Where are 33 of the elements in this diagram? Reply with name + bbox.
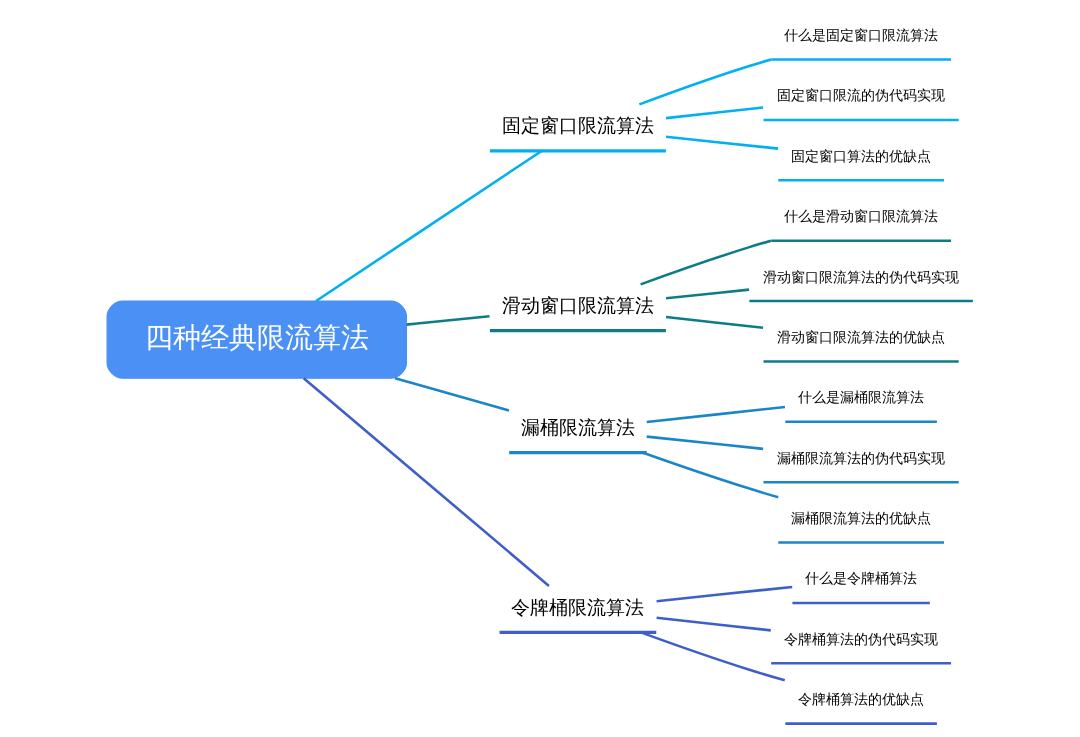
connector (641, 631, 786, 682)
connector (656, 616, 771, 632)
connector (665, 315, 764, 329)
node-box: 四种经典限流算法 (106, 300, 408, 379)
connector (665, 288, 750, 300)
connector (640, 239, 772, 286)
connector (665, 106, 764, 120)
node-text: 滑动窗口限流算法 (501, 293, 654, 317)
node-text: 滑动窗口限流算法的优缺点 (777, 328, 946, 345)
connector (665, 135, 779, 150)
connector (638, 58, 772, 106)
connector (656, 585, 793, 603)
node-text: 漏桶限流算法 (520, 416, 635, 440)
connector (315, 149, 543, 303)
node-text: 滑动窗口限流算法的伪代码实现 (763, 268, 960, 285)
connector (406, 315, 490, 326)
node-text: 漏桶限流算法的伪代码实现 (777, 449, 946, 466)
node-text: 漏桶限流算法的优缺点 (791, 510, 932, 527)
node-text: 什么是漏桶限流算法 (798, 389, 925, 406)
node-text: 固定窗口算法的优缺点 (791, 147, 932, 164)
connector (394, 377, 510, 412)
connector (646, 435, 764, 451)
node-text: 固定窗口限流算法 (501, 114, 654, 138)
connector (302, 377, 550, 587)
node-text: 令牌桶算法的优缺点 (798, 691, 925, 708)
node-text: 什么是滑动窗口限流算法 (784, 208, 939, 225)
node-text: 什么是固定窗口限流算法 (784, 27, 939, 44)
node-text: 令牌桶限流算法 (511, 595, 645, 619)
node-text: 固定窗口限流的伪代码实现 (777, 87, 946, 104)
connector (646, 405, 786, 424)
node-text: 令牌桶算法的伪代码实现 (784, 630, 939, 647)
node-text: 什么是令牌桶算法 (805, 570, 918, 587)
connector (642, 451, 779, 499)
